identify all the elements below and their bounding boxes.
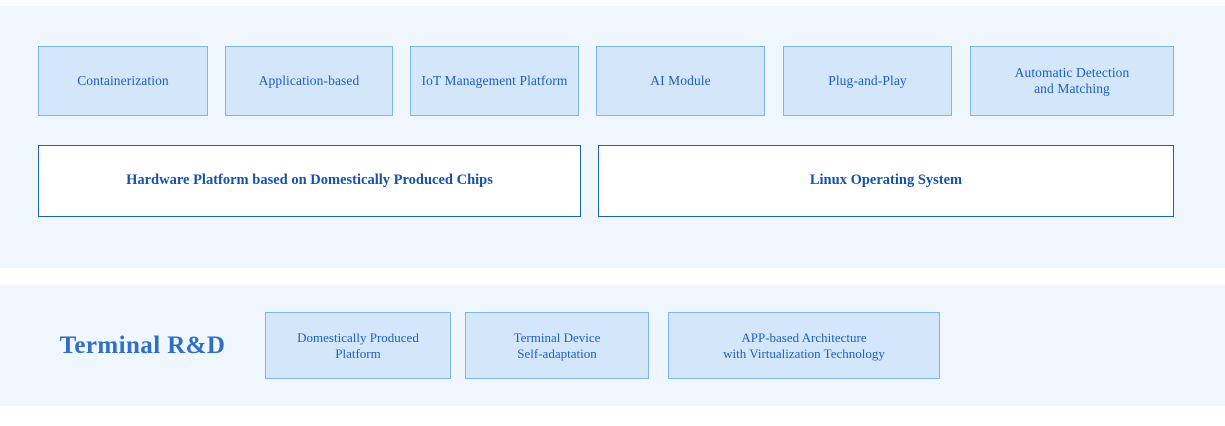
section-heading-terminal-rd: Terminal R&D — [40, 325, 245, 367]
capability-tile-label: Plug-and-Play — [828, 73, 907, 89]
platform-bar-label: Hardware Platform based on Domestically … — [126, 172, 493, 189]
capability-tile-containerization[interactable]: Containerization — [38, 46, 208, 116]
platform-bar-linux-operating-system[interactable]: Linux Operating System — [598, 145, 1174, 217]
capability-tile-application-based[interactable]: Application-based — [225, 46, 393, 116]
platform-bar-label: Linux Operating System — [809, 172, 963, 189]
capability-tile-label: Containerization — [77, 73, 169, 89]
capability-tile-iot-management-platform[interactable]: IoT Management Platform — [410, 46, 579, 116]
capability-tile-label: IoT Management Platform — [421, 73, 568, 89]
platform-bar-hardware-platform[interactable]: Hardware Platform based on Domestically … — [38, 145, 581, 217]
capability-tile-label: Application-based — [258, 73, 360, 89]
section-heading-label: Terminal R&D — [59, 332, 226, 359]
capability-tile-plug-and-play[interactable]: Plug-and-Play — [783, 46, 952, 116]
capability-tile-ai-module[interactable]: AI Module — [596, 46, 765, 116]
capability-tile-label: AI Module — [650, 73, 711, 89]
